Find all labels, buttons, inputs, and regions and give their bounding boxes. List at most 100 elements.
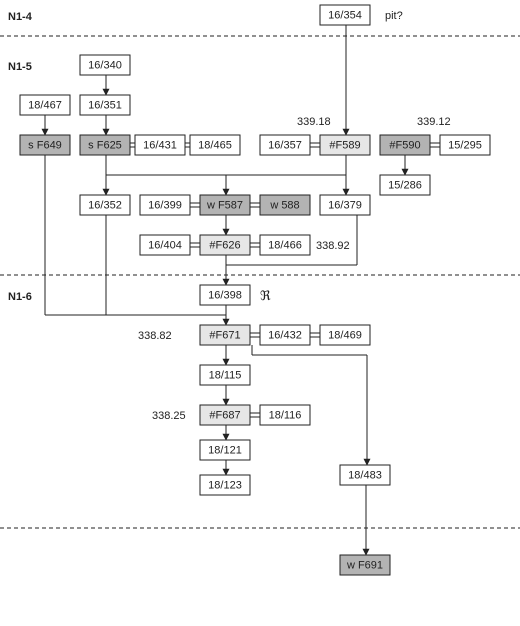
equiv-F687-18-116 [250, 412, 260, 418]
node-f590: #F590 [379, 134, 431, 156]
node-label-sf625: s F625 [88, 140, 122, 152]
phase-label-n1-5: N1-5 [8, 61, 32, 73]
node-box-w588 [259, 194, 311, 216]
node-box-15-295 [439, 134, 491, 156]
node-box-16-352 [79, 194, 131, 216]
context-nodes: 16/354 16/340 16/351 18/467 s F649 s F625 16/4… [19, 4, 491, 576]
node-box-15-286 [379, 174, 431, 196]
node-label-18-123: 18/123 [208, 480, 242, 492]
node-16-432: 16/432 [259, 324, 311, 346]
node-label-f589: #F589 [329, 140, 360, 152]
node-label-16-379: 16/379 [328, 200, 362, 212]
node-16-354: 16/354 [319, 4, 371, 26]
node-wf691: w F691 [339, 554, 391, 576]
equiv-16-357-F589 [310, 142, 320, 148]
node-box-16-379 [319, 194, 371, 216]
equiv-F671-16-432 [250, 332, 260, 338]
node-box-f671 [199, 324, 251, 346]
equiv-wF587-w588 [250, 202, 260, 208]
node-box-18-465 [189, 134, 241, 156]
node-18-465: 18/465 [189, 134, 241, 156]
node-16-352: 16/352 [79, 194, 131, 216]
node-16-399: 16/399 [139, 194, 191, 216]
node-f687: #F687 [199, 404, 251, 426]
equiv-16-432-18-469 [310, 332, 320, 338]
node-label-16-432: 16/432 [268, 330, 302, 342]
node-label-16-357: 16/357 [268, 140, 302, 152]
node-label-wf587: w F587 [206, 200, 243, 212]
node-label-16-404: 16/404 [148, 240, 182, 252]
elevation-338-25: 338.25 [152, 410, 186, 422]
node-box-16-431 [134, 134, 186, 156]
node-box-18-466 [259, 234, 311, 256]
equiv-F626-18-466 [250, 242, 260, 248]
node-box-16-351 [79, 94, 131, 116]
node-label-f687: #F687 [209, 410, 240, 422]
node-label-16-431: 16/431 [143, 140, 177, 152]
node-label-15-295: 15/295 [448, 140, 482, 152]
node-f626: #F626 [199, 234, 251, 256]
node-sf649: s F649 [19, 134, 71, 156]
node-label-15-286: 15/286 [388, 180, 422, 192]
node-box-f589 [319, 134, 371, 156]
node-label-sf649: s F649 [28, 140, 62, 152]
node-box-18-483 [339, 464, 391, 486]
node-16-340: 16/340 [79, 54, 131, 76]
node-16-351: 16/351 [79, 94, 131, 116]
annotation-pit: pit? [385, 10, 403, 22]
node-box-16-340 [79, 54, 131, 76]
node-label-16-351: 16/351 [88, 100, 122, 112]
node-16-398: 16/398 [199, 284, 251, 306]
node-wf587: w F587 [199, 194, 251, 216]
connectors [41, 25, 440, 556]
node-label-18-483: 18/483 [348, 470, 382, 482]
node-18-123: 18/123 [199, 474, 251, 496]
node-box-18-469 [319, 324, 371, 346]
equiv-16-399-wF587 [190, 202, 200, 208]
node-18-466: 18/466 [259, 234, 311, 256]
node-box-f687 [199, 404, 251, 426]
node-label-18-116: 18/116 [269, 410, 302, 422]
elevation-339-18: 339.18 [297, 116, 331, 128]
node-18-483: 18/483 [339, 464, 391, 486]
node-label-w588: w 588 [269, 200, 299, 212]
phase-label-n1-4: N1-4 [8, 11, 33, 23]
elevation-338-92: 338.92 [316, 240, 350, 252]
node-18-121: 18/121 [199, 439, 251, 461]
node-label-18-115: 18/115 [209, 370, 242, 382]
node-16-404: 16/404 [139, 234, 191, 256]
phase-dividers [0, 35, 520, 529]
node-label-18-467: 18/467 [28, 100, 62, 112]
node-box-16-354 [319, 4, 371, 26]
node-w588: w 588 [259, 194, 311, 216]
node-box-f590 [379, 134, 431, 156]
node-label-f590: #F590 [389, 140, 420, 152]
node-label-16-352: 16/352 [88, 200, 122, 212]
node-label-16-399: 16/399 [148, 200, 182, 212]
node-box-18-115 [199, 364, 251, 386]
equiv-F590-15-295 [430, 142, 440, 148]
node-15-295: 15/295 [439, 134, 491, 156]
node-label-16-340: 16/340 [88, 60, 122, 72]
node-box-18-467 [19, 94, 71, 116]
node-box-18-116 [259, 404, 311, 426]
node-18-115: 18/115 [199, 364, 251, 386]
node-box-wf691 [339, 554, 391, 576]
node-box-16-399 [139, 194, 191, 216]
node-sf625: s F625 [79, 134, 131, 156]
annotations: pit? 339.18 339.12 338.92 338.82 338.25 … [138, 10, 451, 422]
node-16-357: 16/357 [259, 134, 311, 156]
node-box-sf625 [79, 134, 131, 156]
node-label-16-398: 16/398 [208, 290, 242, 302]
node-box-16-432 [259, 324, 311, 346]
node-box-16-398 [199, 284, 251, 306]
node-label-wf691: w F691 [346, 560, 383, 572]
node-16-379: 16/379 [319, 194, 371, 216]
node-f589: #F589 [319, 134, 371, 156]
node-label-f671: #F671 [209, 330, 240, 342]
node-box-sf649 [19, 134, 71, 156]
equiv-16-404-F626 [190, 242, 200, 248]
node-box-16-357 [259, 134, 311, 156]
equiv-sF625-16-431 [130, 142, 135, 148]
